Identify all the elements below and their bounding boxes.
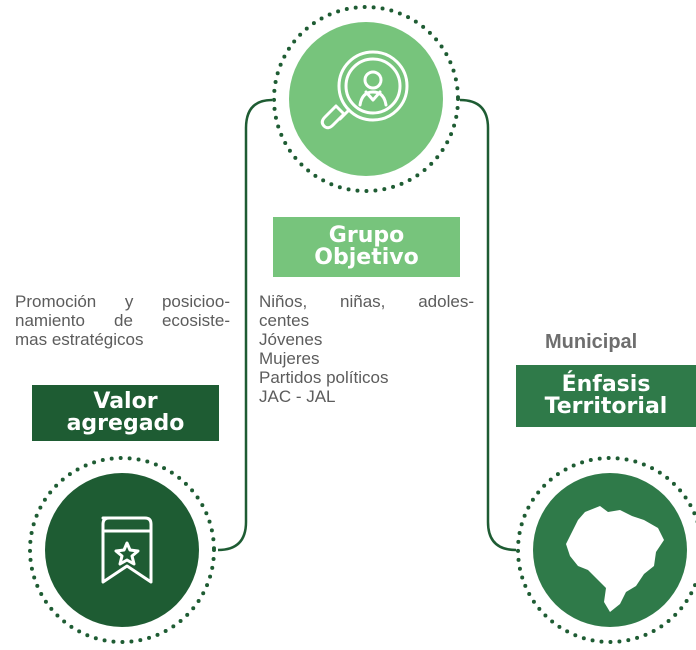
list-item: centes [259,311,310,330]
left-node-label: Valor agregado [32,385,219,441]
description-line: namiento de ecosiste- [15,311,230,330]
list-item: JAC - JAL [259,387,336,406]
connector-right [459,98,517,552]
top-node-circle [289,22,443,176]
top-node-dotted-ring [272,5,460,193]
bookmark-star-icon [101,516,153,584]
magnifier-person-icon [320,50,409,130]
left-node-description: Promoción y posicioo- namiento de ecosis… [15,292,230,349]
left-node-title: Valor agregado [66,389,185,436]
right-node-title: Énfasis Territorial [544,372,668,419]
top-node-title: Grupo Objetivo [314,223,419,270]
left-node-dotted-ring [28,456,216,644]
top-node-list: Niños, niñas, adoles- centes Jóvenes Muj… [259,292,474,406]
list-item: Jóvenes [259,330,323,349]
description-line: Promoción y posicioo- [15,292,230,311]
list-item: Niños, niñas, adoles- [259,292,474,311]
right-node-label: Énfasis Territorial [516,365,696,427]
list-item: Partidos políticos [259,368,389,387]
list-item: Mujeres [259,349,320,368]
right-node-value: Municipal [545,331,638,353]
right-node-dotted-ring [516,456,696,644]
brazil-map-icon [566,506,664,612]
connector-left [217,98,273,552]
description-line: mas estratégicos [15,330,144,349]
top-node-label: Grupo Objetivo [273,217,460,277]
